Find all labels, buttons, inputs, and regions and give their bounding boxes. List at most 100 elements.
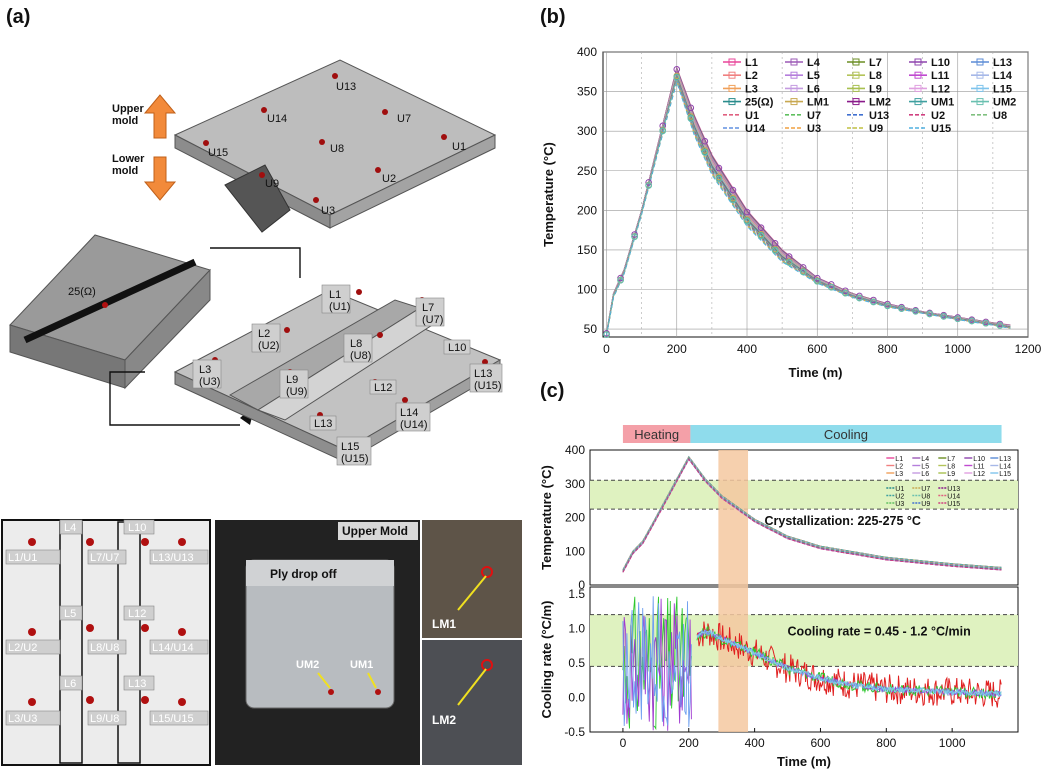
- chart-b-series-U15: [605, 80, 1011, 336]
- chart-c-top-band: [590, 480, 1018, 510]
- chart-b-marker-UM2-1000: [954, 315, 962, 323]
- chart-c-legend-label-L13: L13: [999, 456, 1011, 463]
- label-U15: U15: [208, 147, 228, 159]
- chart-b-legend-marker-25(Ω): [728, 98, 736, 106]
- chart-c-legend-label-U7: U7: [921, 486, 930, 493]
- lower-mold-tags: [192, 284, 503, 466]
- panel-a-letter: (a): [6, 6, 31, 28]
- svg-text:L9/U8: L9/U8: [90, 713, 119, 725]
- chart-b-legend-label-L1: L1: [745, 57, 758, 69]
- chart-b-legend-label-U13: U13: [869, 110, 889, 122]
- chart-b-marker-UM2-80: [631, 233, 638, 241]
- chart-c-legend-label-L4: L4: [921, 456, 929, 463]
- chart-b-legend-label-U7: U7: [807, 110, 821, 122]
- chart-b-legend-label-L8: L8: [869, 70, 882, 82]
- chart-b-legend-label-U14: U14: [745, 123, 766, 135]
- chart-b-legend-marker-L5: [790, 71, 798, 79]
- chart-b-marker-UM2-520: [785, 259, 793, 266]
- chart-b-marker-UM2-160: [659, 127, 667, 135]
- chart-b-legend-label-L14: L14: [993, 70, 1013, 82]
- chart-c-legend-label-U3: U3: [895, 501, 904, 508]
- chart-c-bottom-ytick-2: 0.5: [568, 656, 585, 670]
- chart-c-top-annotation: Crystallization: 225-275 °C: [764, 514, 920, 528]
- chart-b-marker-L10-240: [687, 104, 695, 112]
- chart-c-xtick-1: 200: [679, 736, 699, 750]
- chart-b-legend-label-U1: U1: [745, 110, 759, 122]
- chart-b-marker-L10-320: [715, 164, 723, 172]
- label-UM2: UM2: [296, 659, 319, 671]
- chart-b-ytick-6: 350: [577, 85, 597, 99]
- chart-b-legend-marker-L9: [852, 84, 860, 92]
- label-U7: U7: [397, 113, 411, 125]
- chart-b-marker-UM2-280: [701, 149, 709, 156]
- chart-b-marker-UM2-400: [743, 217, 751, 225]
- svg-text:L3/U3: L3/U3: [8, 713, 37, 725]
- svg-text:L7(U7): L7(U7): [422, 302, 443, 326]
- chart-c-legend-label-U1: U1: [895, 486, 904, 493]
- chart-b-marker-L10-400: [743, 208, 751, 216]
- ply-drop-label: Ply drop off: [270, 567, 338, 581]
- chart-b-legend-label-UM2: UM2: [993, 97, 1016, 109]
- chart-b-marker-UM2-240: [687, 115, 695, 122]
- chart-c-bottom-ylabel: Cooling rate (°C/m): [539, 601, 554, 719]
- chart-b-ylabel: Temperature (°C): [541, 142, 556, 247]
- chart-c-xtick-5: 1000: [939, 736, 966, 750]
- svg-text:L6: L6: [64, 678, 76, 690]
- label-U1: U1: [452, 141, 466, 153]
- chart-c-cooling-label: Cooling: [824, 427, 868, 442]
- grid-labels: L4 L10 L1/U1 L7/U7 L13/U13 L5 L12 L2/U2 …: [8, 522, 194, 725]
- svg-text:L5: L5: [64, 608, 76, 620]
- chart-b-legend-marker-L13: [976, 58, 984, 66]
- svg-text:L9(U9): L9(U9): [286, 374, 307, 398]
- chart-c-legend-label-L12: L12: [973, 471, 985, 478]
- chart-b-legend-marker-L4: [790, 58, 798, 66]
- chart-c-legend-label-U13: U13: [947, 486, 960, 493]
- svg-text:L15/U15: L15/U15: [152, 713, 194, 725]
- svg-text:L8(U8): L8(U8): [350, 338, 371, 362]
- chart-c-bottom-ytick-0: -0.5: [564, 725, 585, 739]
- chart-b-legend-label-L12: L12: [931, 83, 950, 95]
- chart-c-bottom-annotation: Cooling rate = 0.45 - 1.2 °C/min: [788, 624, 971, 638]
- chart-c-top-ytick-3: 300: [565, 477, 585, 491]
- svg-text:L4: L4: [64, 522, 76, 534]
- chart-b-marker-L10-440: [757, 224, 765, 231]
- chart-b-legend-label-UM1: UM1: [931, 97, 954, 109]
- chart-b-legend-label-L4: L4: [807, 57, 821, 69]
- lower-mold-labels: L1(U1) L7(U7) L2(U2) L8(U8) L10 L3(U3) L…: [199, 289, 502, 465]
- chart-b-marker-UM2-1120: [996, 322, 1004, 329]
- chart-b-marker-UM2-800: [884, 302, 891, 310]
- chart-b-xtick-0: 0: [603, 342, 610, 356]
- chart-c-top-ylabel: Temperature (°C): [539, 465, 554, 570]
- chart-b-ytick-5: 300: [577, 124, 597, 138]
- label-U8: U8: [330, 143, 344, 155]
- svg-text:L10: L10: [128, 522, 146, 534]
- chart-c-legend-label-L14: L14: [999, 464, 1011, 471]
- svg-text:L10: L10: [448, 342, 466, 354]
- chart-b-legend-marker-L12: [914, 84, 922, 92]
- chart-c-legend-label-U14: U14: [947, 494, 960, 501]
- chart-c-legend-label-L7: L7: [947, 456, 955, 463]
- chart-b-legend-marker-UM2: [976, 98, 984, 106]
- chart-b-legend-marker-L1: [728, 58, 736, 66]
- chart-b-marker-UM2-360: [729, 196, 737, 204]
- chart-b-legend-marker-L14: [976, 71, 984, 79]
- svg-text:L13: L13: [314, 418, 332, 430]
- chart-b-legend-label-U3: U3: [807, 123, 821, 135]
- chart-b-marker-UM2-0: [603, 331, 610, 338]
- chart-b-marker-L10-200: [673, 66, 681, 73]
- svg-text:L13(U15): L13(U15): [474, 368, 502, 392]
- chart-c-legend-label-L10: L10: [973, 456, 985, 463]
- grid-tags: [5, 519, 209, 726]
- chart-c-top-ytick-2: 200: [565, 511, 585, 525]
- chart-c-legend-label-L8: L8: [947, 464, 955, 471]
- chart-b-marker-L10-40: [617, 274, 624, 282]
- chart-b-marker-UM2-720: [856, 294, 863, 302]
- chart-b-marker-UM2-560: [799, 268, 807, 276]
- chart-c-legend-label-L6: L6: [921, 471, 929, 478]
- svg-text:L1/U1: L1/U1: [8, 552, 37, 564]
- svg-text:L2/U2: L2/U2: [8, 642, 37, 654]
- chart-b-legend-marker-LM1: [790, 98, 798, 106]
